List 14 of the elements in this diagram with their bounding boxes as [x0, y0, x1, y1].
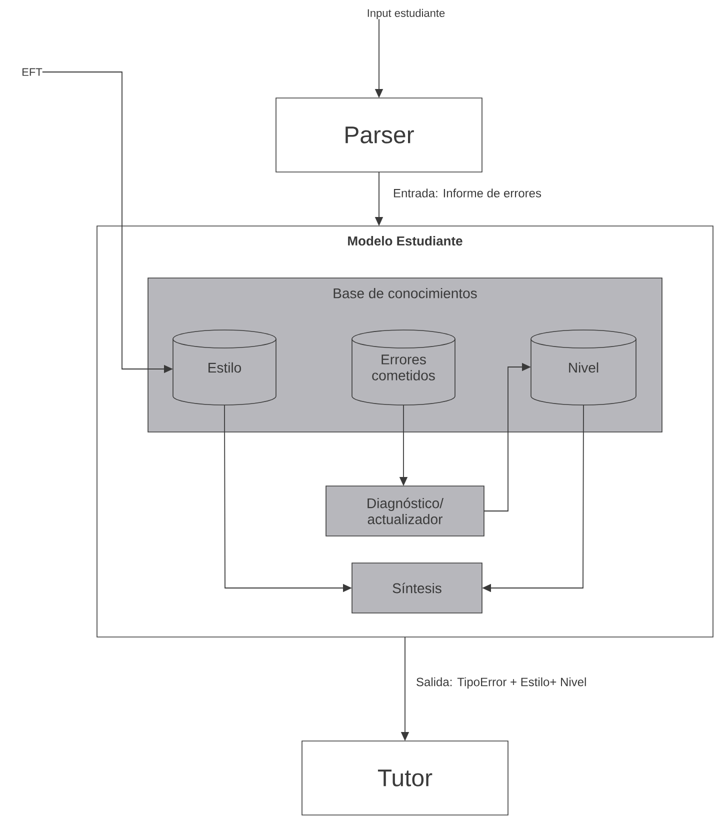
edge-label: Entrada: Informe de errores — [392, 188, 542, 198]
node-label: Errores cometidos — [372, 354, 435, 380]
input-label: Input estudiante — [368, 8, 445, 20]
process-box: Tutor — [302, 740, 508, 816]
process-box: Diagnóstico/ actualizador — [326, 486, 484, 536]
node-label: Nivel — [569, 362, 598, 373]
database-cylinder: Errores cometidos — [352, 330, 456, 406]
database-cylinder: Estilo — [172, 330, 276, 406]
process-box: Síntesis — [352, 562, 482, 614]
database-cylinder: Nivel — [530, 330, 636, 406]
input-label: EFT — [22, 68, 42, 76]
edge-label: Salida: TipoError + Estilo+ Nivel — [415, 676, 588, 690]
node-label: Estilo — [208, 362, 242, 373]
process-box: Parser — [276, 98, 482, 172]
